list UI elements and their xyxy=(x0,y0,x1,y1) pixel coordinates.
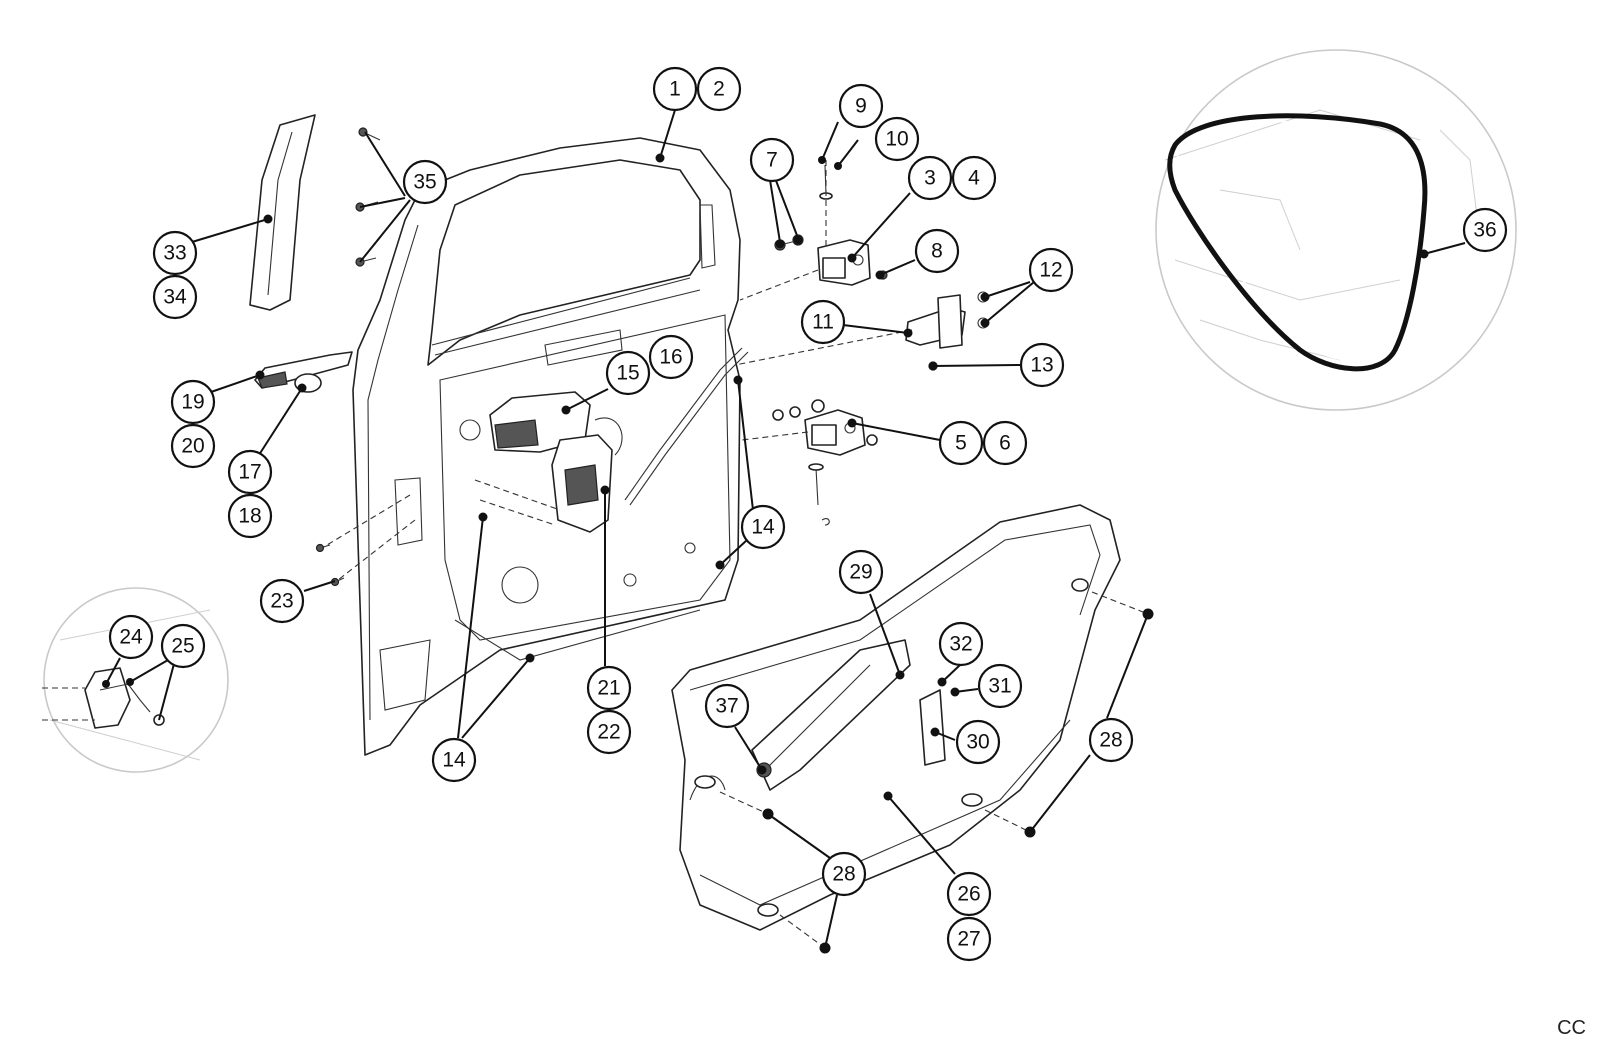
callout-28-bottom: 28 xyxy=(821,851,867,897)
callout-7: 7 xyxy=(749,137,795,183)
callout-5: 5 xyxy=(938,420,984,466)
callout-35: 35 xyxy=(402,159,448,205)
callout-6: 6 xyxy=(982,420,1028,466)
svg-text:37: 37 xyxy=(715,695,738,718)
callout-4: 4 xyxy=(951,155,997,201)
callout-15: 15 xyxy=(605,350,651,396)
callouts: 1 2 3 4 5 6 7 8 9 10 11 12 13 14 14 15 1… xyxy=(108,66,1508,962)
svg-text:14: 14 xyxy=(751,516,775,539)
svg-text:22: 22 xyxy=(597,721,620,744)
callout-30: 30 xyxy=(955,719,1001,765)
weatherstrip-detail-view xyxy=(1155,49,1517,411)
svg-text:23: 23 xyxy=(270,590,293,613)
svg-text:29: 29 xyxy=(849,561,872,584)
callout-26: 26 xyxy=(946,871,992,917)
callout-22: 22 xyxy=(586,709,632,755)
alignment-lines xyxy=(321,160,1149,949)
svg-text:34: 34 xyxy=(163,286,187,309)
callout-16: 16 xyxy=(648,334,694,380)
svg-text:1: 1 xyxy=(669,78,681,101)
svg-text:3: 3 xyxy=(924,167,936,190)
svg-text:30: 30 xyxy=(966,731,989,754)
callout-8: 8 xyxy=(914,228,960,274)
check-strap xyxy=(905,291,989,371)
callout-14-upper: 14 xyxy=(740,504,786,550)
svg-text:10: 10 xyxy=(885,128,908,151)
svg-text:18: 18 xyxy=(238,505,261,528)
upper-trim-moulding xyxy=(249,114,316,311)
callout-24: 24 xyxy=(108,614,154,660)
svg-text:2: 2 xyxy=(713,78,725,101)
callout-2: 2 xyxy=(696,66,742,112)
callout-25: 25 xyxy=(160,623,206,669)
callout-19: 19 xyxy=(170,379,216,425)
svg-text:9: 9 xyxy=(855,95,867,118)
svg-text:12: 12 xyxy=(1039,259,1062,282)
upper-hinge xyxy=(774,164,888,286)
callout-12: 12 xyxy=(1028,247,1074,293)
callout-28-right: 28 xyxy=(1088,717,1134,763)
svg-text:21: 21 xyxy=(597,677,620,700)
svg-text:25: 25 xyxy=(171,635,194,658)
svg-text:27: 27 xyxy=(957,928,980,951)
callout-18: 18 xyxy=(227,493,273,539)
svg-text:28: 28 xyxy=(832,863,855,886)
svg-text:35: 35 xyxy=(413,171,436,194)
callout-13: 13 xyxy=(1019,342,1065,388)
callout-21: 21 xyxy=(586,665,632,711)
callout-20: 20 xyxy=(170,423,216,469)
svg-text:24: 24 xyxy=(119,626,143,649)
lower-hinge xyxy=(772,399,878,526)
svg-text:13: 13 xyxy=(1030,354,1053,377)
svg-text:16: 16 xyxy=(659,346,682,369)
callout-36: 36 xyxy=(1462,207,1508,253)
svg-text:19: 19 xyxy=(181,391,204,414)
callout-17: 17 xyxy=(227,449,273,495)
callout-23: 23 xyxy=(259,578,305,624)
svg-text:28: 28 xyxy=(1099,729,1122,752)
leader-lines xyxy=(105,109,1466,949)
callout-29: 29 xyxy=(838,549,884,595)
svg-text:5: 5 xyxy=(955,432,967,455)
svg-text:36: 36 xyxy=(1473,219,1496,242)
callout-27: 27 xyxy=(946,916,992,962)
svg-text:14: 14 xyxy=(442,749,466,772)
callout-3: 3 xyxy=(907,155,953,201)
callout-31: 31 xyxy=(977,663,1023,709)
svg-text:31: 31 xyxy=(988,675,1011,698)
svg-text:11: 11 xyxy=(812,311,834,334)
svg-text:26: 26 xyxy=(957,883,980,906)
callout-11: 11 xyxy=(800,299,846,345)
leader-dots xyxy=(102,153,1429,954)
callout-34: 34 xyxy=(152,274,198,320)
callout-1: 1 xyxy=(652,66,698,112)
callout-32: 32 xyxy=(938,621,984,667)
svg-text:8: 8 xyxy=(931,240,943,263)
svg-text:33: 33 xyxy=(163,242,186,265)
callout-33: 33 xyxy=(152,230,198,276)
callout-9: 9 xyxy=(838,83,884,129)
svg-text:32: 32 xyxy=(949,633,972,656)
svg-text:17: 17 xyxy=(238,461,261,484)
callout-14-lower: 14 xyxy=(431,737,477,783)
svg-text:20: 20 xyxy=(181,435,204,458)
callout-37: 37 xyxy=(704,683,750,729)
callout-10: 10 xyxy=(874,116,920,162)
corner-label: CC xyxy=(1557,1017,1586,1039)
svg-text:15: 15 xyxy=(616,362,639,385)
svg-text:4: 4 xyxy=(968,167,980,190)
svg-text:6: 6 xyxy=(999,432,1011,455)
svg-text:7: 7 xyxy=(766,149,778,172)
